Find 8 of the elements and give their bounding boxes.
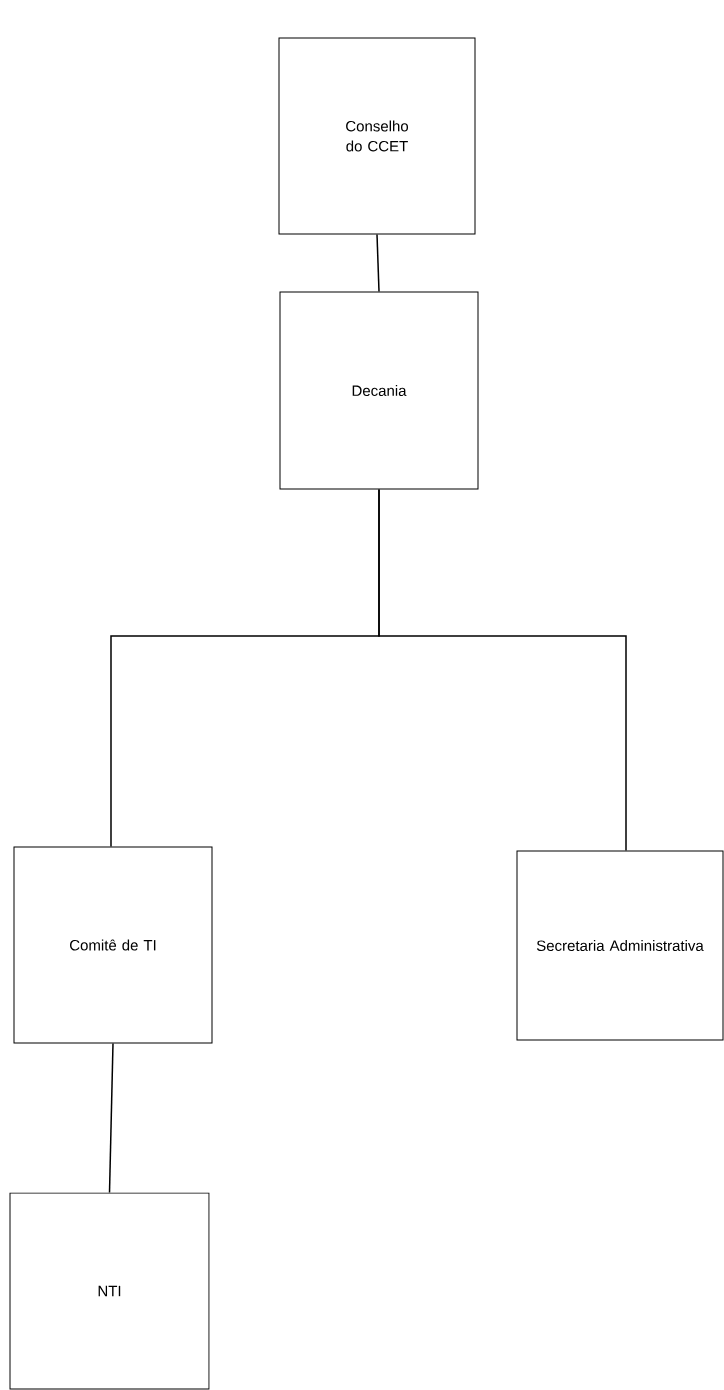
org-box: Conselho do CCET — [278, 37, 476, 235]
org-box: Comitê de TI — [13, 846, 213, 1044]
connector-line — [378, 488, 627, 852]
org-box: Decania — [279, 291, 479, 490]
org-box: NTI — [9, 1192, 210, 1390]
org-box: Secretaria Administrativa — [516, 850, 724, 1041]
connector-line — [108, 1042, 114, 1194]
connector-line — [376, 233, 380, 293]
